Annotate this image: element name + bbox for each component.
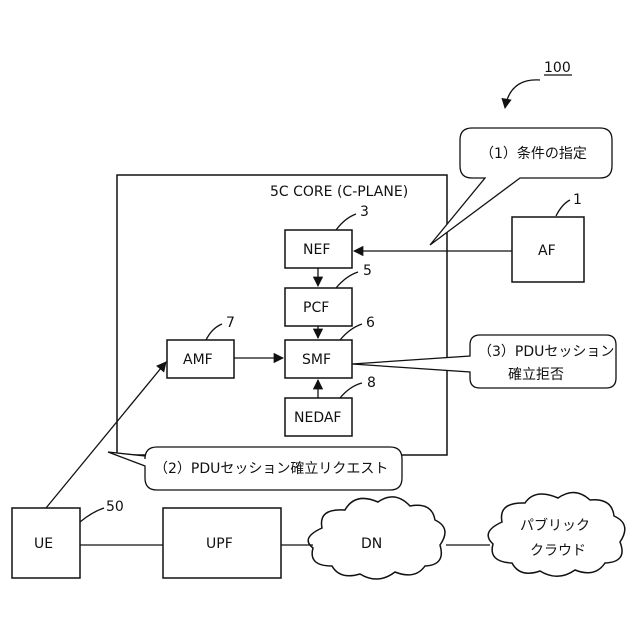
- callout-session-reject-line2: 確立拒否: [508, 367, 564, 383]
- core-label: 5C CORE (C-PLANE): [270, 184, 408, 200]
- af-label: AF: [538, 243, 556, 259]
- public-cloud-line2: クラウド: [530, 543, 586, 559]
- ue-ref-leader: [80, 508, 104, 522]
- public-cloud: [488, 492, 625, 576]
- figure-ref-arrow: [505, 80, 540, 108]
- figure-ref-label: 100: [544, 60, 571, 76]
- pcf-label: PCF: [303, 300, 329, 316]
- ue-label: UE: [34, 536, 53, 552]
- core-boundary: [117, 175, 447, 455]
- callout-session-reject-line1: （3）PDUセッション: [478, 344, 614, 360]
- nedaf-label: NEDAF: [294, 410, 341, 426]
- nef-ref: 3: [360, 204, 369, 220]
- upf-label: UPF: [206, 536, 233, 552]
- af-ref-leader: [556, 200, 570, 216]
- nedaf-ref: 8: [367, 375, 376, 391]
- smf-label: SMF: [302, 352, 331, 368]
- callout-condition-spec-text: （1）条件の指定: [480, 145, 587, 162]
- smf-ref: 6: [366, 315, 375, 331]
- amf-label: AMF: [183, 352, 213, 368]
- amf-ref: 7: [226, 315, 235, 331]
- af-ref: 1: [573, 192, 582, 208]
- public-cloud-line1: パブリック: [520, 517, 590, 534]
- nef-label: NEF: [303, 242, 330, 258]
- dn-label: DN: [361, 536, 382, 552]
- ue-ref: 50: [106, 499, 124, 515]
- pcf-ref: 5: [363, 263, 372, 279]
- callout-session-request-text: （2）PDUセッション確立リクエスト: [154, 461, 388, 477]
